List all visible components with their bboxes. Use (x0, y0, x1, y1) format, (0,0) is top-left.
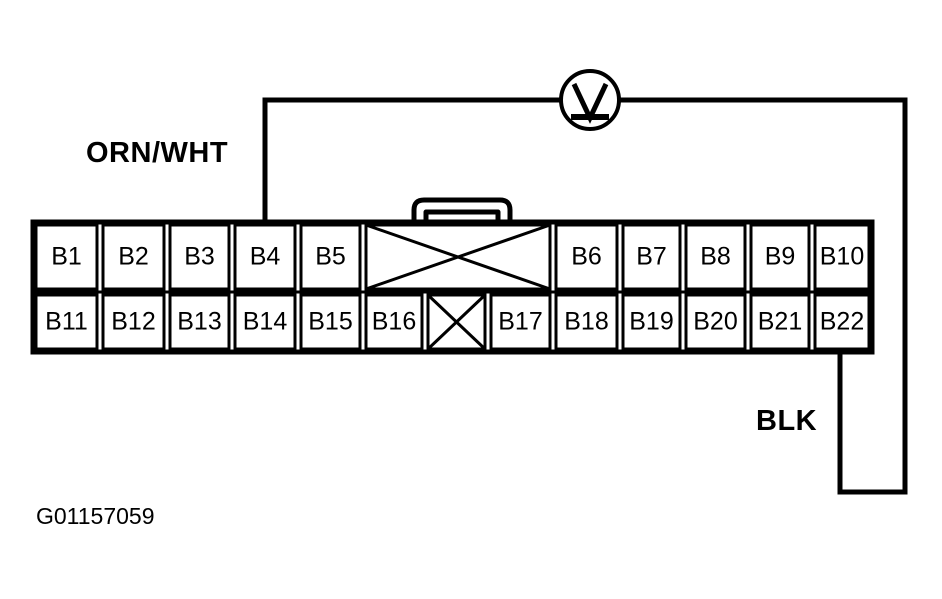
terminal-cell-box (101, 223, 166, 291)
orn-wht-label: ORN/WHT (86, 137, 228, 169)
terminal-label: B18 (564, 308, 608, 336)
terminal-cell-box (554, 223, 619, 291)
terminal-cell: B18 (554, 293, 619, 351)
terminal-cell-box (34, 223, 99, 291)
orn-wht-wire (262, 97, 562, 222)
terminal-cell-box (684, 223, 747, 291)
terminal-cell: B5 (299, 223, 362, 291)
terminal-label: B12 (111, 308, 155, 336)
terminal-label: B10 (820, 243, 864, 271)
terminal-cell: B19 (621, 293, 682, 351)
blk-label: BLK (756, 405, 817, 437)
terminal-row-bottom: B11 B12 B13 B14 B15 B16 B17 B18 B19 B20 B21 B22 (34, 293, 871, 351)
terminal-cell-box (299, 293, 362, 351)
terminal-cell: B14 (233, 293, 297, 351)
terminal-cell: B3 (168, 223, 231, 291)
terminal-cell-box (813, 293, 871, 351)
terminal-cell: B8 (684, 223, 747, 291)
terminal-cell: B6 (554, 223, 619, 291)
blank-cavity-x-mark (365, 223, 551, 291)
terminal-cell-box (554, 293, 619, 351)
terminal-label: B21 (758, 308, 802, 336)
terminal-cell: B17 (489, 293, 552, 351)
terminal-cell: B13 (168, 293, 231, 351)
terminal-cell-box (489, 293, 552, 351)
figure-id-label: G01157059 (36, 503, 155, 529)
terminal-cell-blank (426, 293, 487, 351)
terminal-cell: B20 (684, 293, 747, 351)
terminal-cell-box (684, 293, 747, 351)
terminal-cell: B4 (233, 223, 297, 291)
circuit-wiring (262, 97, 908, 495)
terminal-cell-box (168, 293, 231, 351)
terminal-label: B13 (177, 308, 221, 336)
terminal-cell-box (34, 293, 99, 351)
terminal-label: B17 (498, 308, 542, 336)
terminal-cell-box (749, 293, 811, 351)
terminal-cell: B15 (299, 293, 362, 351)
terminal-cell: B10 (813, 223, 871, 291)
terminal-cell-box (233, 223, 297, 291)
terminal-cell: B22 (813, 293, 871, 351)
terminal-label: B4 (250, 243, 281, 271)
terminal-label: B15 (308, 308, 352, 336)
terminal-cell-box (299, 223, 362, 291)
terminal-cell: B12 (101, 293, 166, 351)
terminal-label: B7 (636, 243, 667, 271)
terminal-cell: B11 (34, 293, 99, 351)
terminal-cell: B7 (621, 223, 682, 291)
terminal-cell-blank (364, 223, 552, 291)
terminal-cell-box (364, 293, 424, 351)
terminal-cell-box (621, 223, 682, 291)
terminal-cell: B21 (749, 293, 811, 351)
terminal-label: B6 (571, 243, 602, 271)
terminal-label: B20 (693, 308, 737, 336)
terminal-cell-box (101, 293, 166, 351)
terminal-cell-box (233, 293, 297, 351)
terminal-row-top: B1 B2 B3 B4 B5 B6 B7 B8 B9 B10 (34, 223, 871, 291)
blk-wire (618, 97, 908, 495)
terminal-label: B14 (243, 308, 288, 336)
terminal-label: B5 (315, 243, 346, 271)
voltmeter-symbol (559, 69, 621, 131)
terminal-cell-box (621, 293, 682, 351)
terminal-label: B8 (700, 243, 731, 271)
terminal-label: B22 (820, 308, 864, 336)
terminal-cell-box (168, 223, 231, 291)
terminal-label: B16 (372, 308, 416, 336)
terminal-label: B1 (51, 243, 82, 271)
terminal-label: B19 (629, 308, 673, 336)
terminal-label: B9 (765, 243, 796, 271)
terminal-label: B11 (45, 308, 88, 336)
blank-cavity-x-mark (426, 293, 487, 351)
terminal-label: B2 (118, 243, 149, 271)
terminal-label: B3 (184, 243, 215, 271)
terminal-cell-box (813, 223, 871, 291)
terminal-cell-box (749, 223, 811, 291)
terminal-cell: B9 (749, 223, 811, 291)
terminal-cell: B16 (364, 293, 424, 351)
terminal-cell: B2 (101, 223, 166, 291)
terminal-cell: B1 (34, 223, 99, 291)
